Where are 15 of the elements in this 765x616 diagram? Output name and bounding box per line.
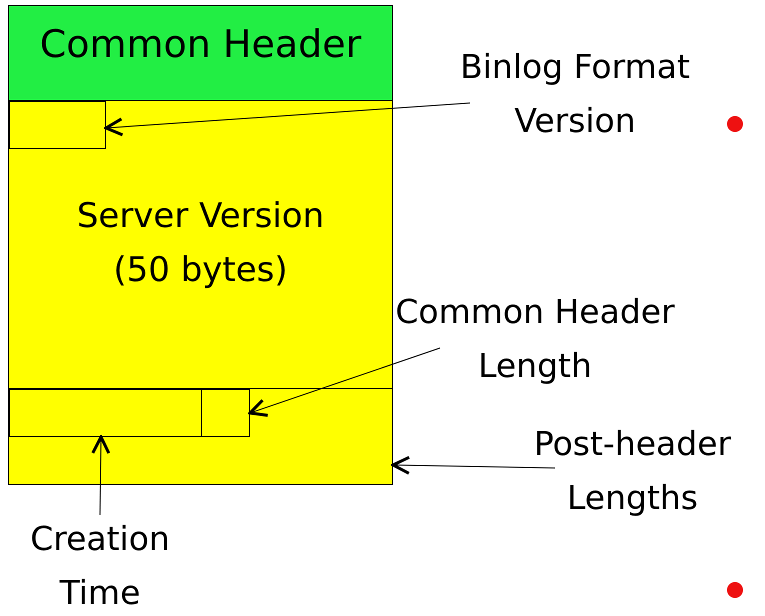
creation-time-field [9, 389, 202, 437]
leader-arrow [104, 102, 470, 136]
leader-arrow [91, 436, 110, 516]
leader-arrow [248, 348, 440, 417]
leader-arrow [392, 456, 556, 475]
server-version-block [8, 100, 393, 485]
callout-label: Post-header Lengths [500, 417, 765, 527]
header-length-field [201, 389, 250, 437]
block-title: Server Version (50 bytes) [76, 195, 326, 292]
binlog-version-field [9, 101, 106, 149]
header-band [8, 5, 393, 101]
callout-label: Common Header Length [360, 285, 710, 395]
callout-label: Creation Time [0, 512, 200, 616]
callout-label: Binlog Format Version [410, 40, 740, 150]
header-title: Common Header [38, 21, 362, 68]
